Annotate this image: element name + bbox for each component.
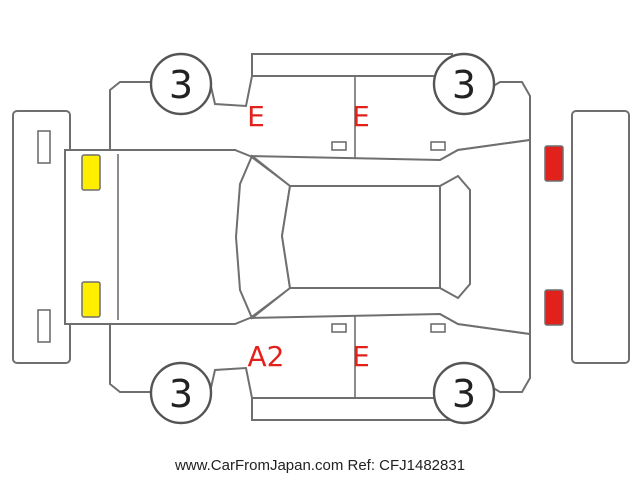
damage-code-lower-left-door: A2 <box>248 340 285 373</box>
damage-code-upper-right-door: E <box>352 100 370 133</box>
upper-side-panels <box>109 53 531 161</box>
tire-front-left-rating: 3 <box>169 63 193 107</box>
rear-right-light-marker <box>544 289 564 326</box>
rear-bumper <box>571 110 630 364</box>
damage-code-upper-left-door: E <box>247 100 265 133</box>
tire-rear-right-rating: 3 <box>452 372 476 416</box>
damage-code-lower-right-door: E <box>352 340 370 373</box>
tire-front-right-rating: 3 <box>169 372 193 416</box>
front-bumper <box>12 110 71 364</box>
source-reference: www.CarFromJapan.com Ref: CFJ1482831 <box>174 457 466 474</box>
rear-left-light-marker <box>544 145 564 182</box>
tire-rear-right: 3 <box>432 361 496 425</box>
tire-rear-left-rating: 3 <box>452 63 476 107</box>
tire-front-left: 3 <box>149 52 213 116</box>
body-top-view <box>64 138 531 336</box>
tire-front-right: 3 <box>149 361 213 425</box>
front-right-light-marker <box>81 281 101 318</box>
tire-rear-left: 3 <box>432 52 496 116</box>
front-left-light-marker <box>81 154 101 191</box>
